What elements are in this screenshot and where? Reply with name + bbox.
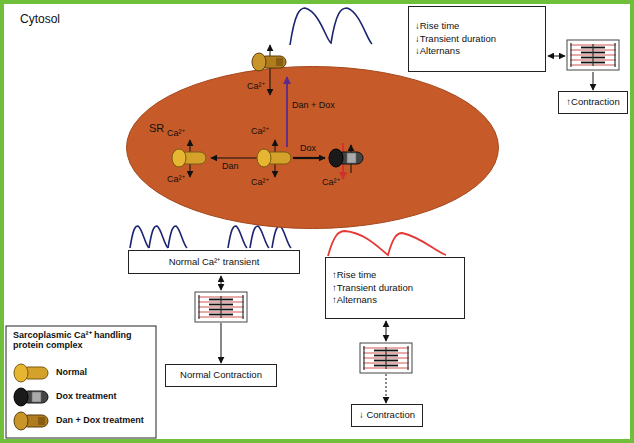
transient-box: Normal Ca²⁺ transient (128, 250, 300, 274)
region-label: Cytosol (20, 13, 60, 26)
legend-text: Normal (56, 368, 87, 378)
effect-box: ↓Rise time↓Transient duration↓Alternans (408, 6, 546, 72)
treatment-label: Dan + Dox (292, 101, 335, 111)
calcium-transient-fast (290, 8, 372, 45)
sr-outline (127, 67, 499, 229)
effect-box: ↑Rise time↑Transient duration↑Alternans (325, 257, 465, 319)
legend-icon-normal (14, 364, 48, 382)
ion-label: Ca²⁺ (251, 178, 269, 188)
calcium-transient-normal (130, 226, 291, 248)
legend-icon-dan-dox (14, 412, 48, 430)
box-text: ↑Alternans (332, 294, 377, 307)
sarcomere-icon (195, 292, 247, 322)
box-text: ↑Contraction (566, 96, 619, 109)
box-text: Normal Ca²⁺ transient (169, 256, 260, 269)
box-text: Normal Contraction (180, 369, 262, 382)
calcium-transient-slow (328, 231, 446, 256)
ion-label: Ca²⁺ (167, 129, 185, 139)
ion-label: Ca²⁺ (247, 82, 265, 92)
treatment-label: Dox (300, 144, 316, 154)
region-label: SR (149, 122, 164, 134)
ion-label: Ca²⁺ (251, 127, 269, 137)
legend-text: Dox treatment (56, 392, 117, 402)
treatment-label: Dan (222, 162, 239, 172)
ion-label: Ca²⁺ (167, 175, 185, 185)
legend-title: Sarcoplasmic Ca²⁺ handling protein compl… (13, 331, 151, 351)
box-text: ↓ Contraction (359, 409, 415, 422)
ion-label: Ca²⁺ (322, 178, 340, 188)
legend-frame (6, 326, 156, 438)
outcome-box: ↑Contraction (558, 91, 628, 114)
legend-text: Dan + Dox treatment (56, 416, 144, 426)
sarcomere-icon (567, 40, 619, 70)
outcome-box: ↓ Contraction (351, 404, 423, 427)
legend-icon-dox (14, 388, 48, 406)
box-text: ↓Transient duration (415, 33, 496, 46)
sarcomere-icon (360, 343, 412, 373)
box-text: ↑Transient duration (332, 282, 413, 295)
box-text: ↑Rise time (332, 269, 376, 282)
outcome-box: Normal Contraction (165, 364, 277, 387)
box-text: ↓Rise time (415, 20, 459, 33)
box-text: ↓Alternans (415, 45, 460, 58)
